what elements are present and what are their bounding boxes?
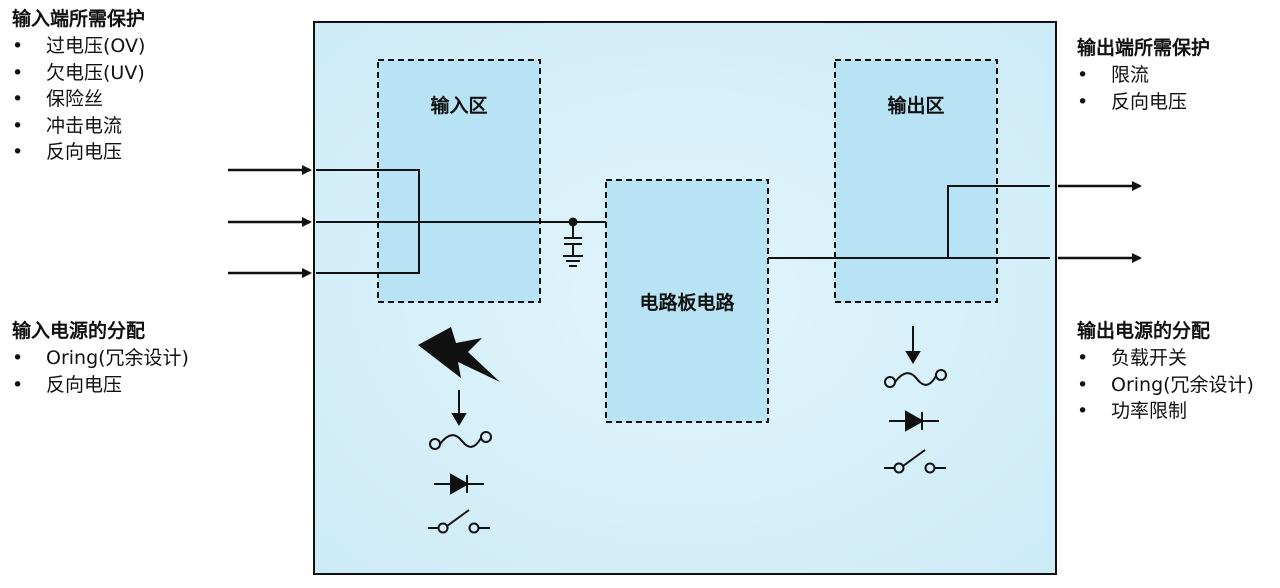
input-fuse-icon (429, 390, 492, 450)
input-protection-block: 输入端所需保护 过电压(OV) 欠电压(UV) 保险丝 冲击电流 反向电压 (12, 6, 302, 166)
board-circuit-label: 电路板电路 (639, 292, 735, 314)
input-wiring (316, 169, 606, 274)
input-protection-title: 输入端所需保护 (12, 8, 146, 30)
input-zone (377, 59, 541, 303)
list-item: 限流 (1077, 62, 1277, 89)
output-distribution-title: 输出电源的分配 (1077, 320, 1211, 342)
list-item: 冲击电流 (12, 113, 302, 140)
input-protection-list: 过电压(OV) 欠电压(UV) 保险丝 冲击电流 反向电压 (12, 33, 302, 166)
ground-icon (563, 255, 583, 267)
output-diode-icon (889, 410, 939, 432)
output-protection-block: 输出端所需保护 限流 反向电压 (1077, 35, 1277, 115)
list-item: 过电压(OV) (12, 33, 302, 60)
list-item: 欠电压(UV) (12, 60, 302, 87)
input-distribution-list: Oring(冗余设计) 反向电压 (12, 345, 302, 398)
input-zone-label: 输入区 (430, 95, 488, 117)
input-distribution-title: 输入电源的分配 (12, 320, 146, 342)
list-item: 功率限制 (1077, 398, 1277, 425)
input-diode-icon (434, 473, 484, 495)
output-switch-icon (884, 449, 946, 474)
lightning-icon (418, 327, 500, 382)
list-item: 反向电压 (12, 139, 302, 166)
output-protection-title: 输出端所需保护 (1077, 37, 1211, 59)
board-circuit-zone (605, 179, 769, 423)
output-distribution-block: 输出电源的分配 负载开关 Oring(冗余设计) 功率限制 (1077, 318, 1277, 425)
output-wiring (768, 185, 1050, 259)
capacitor-icon (564, 217, 582, 256)
output-distribution-list: 负载开关 Oring(冗余设计) 功率限制 (1077, 345, 1277, 425)
input-arrows (228, 165, 312, 278)
list-item: 反向电压 (1077, 89, 1277, 116)
list-item: Oring(冗余设计) (1077, 372, 1277, 399)
list-item: 反向电压 (12, 372, 302, 399)
input-switch-icon (428, 509, 490, 534)
list-item: Oring(冗余设计) (12, 345, 302, 372)
list-item: 负载开关 (1077, 345, 1277, 372)
output-fuse-icon (884, 326, 947, 388)
output-arrows (1058, 181, 1142, 263)
list-item: 保险丝 (12, 86, 302, 113)
output-zone (834, 59, 998, 303)
input-distribution-block: 输入电源的分配 Oring(冗余设计) 反向电压 (12, 318, 302, 398)
output-protection-list: 限流 反向电压 (1077, 62, 1277, 115)
output-zone-label: 输出区 (887, 95, 945, 117)
